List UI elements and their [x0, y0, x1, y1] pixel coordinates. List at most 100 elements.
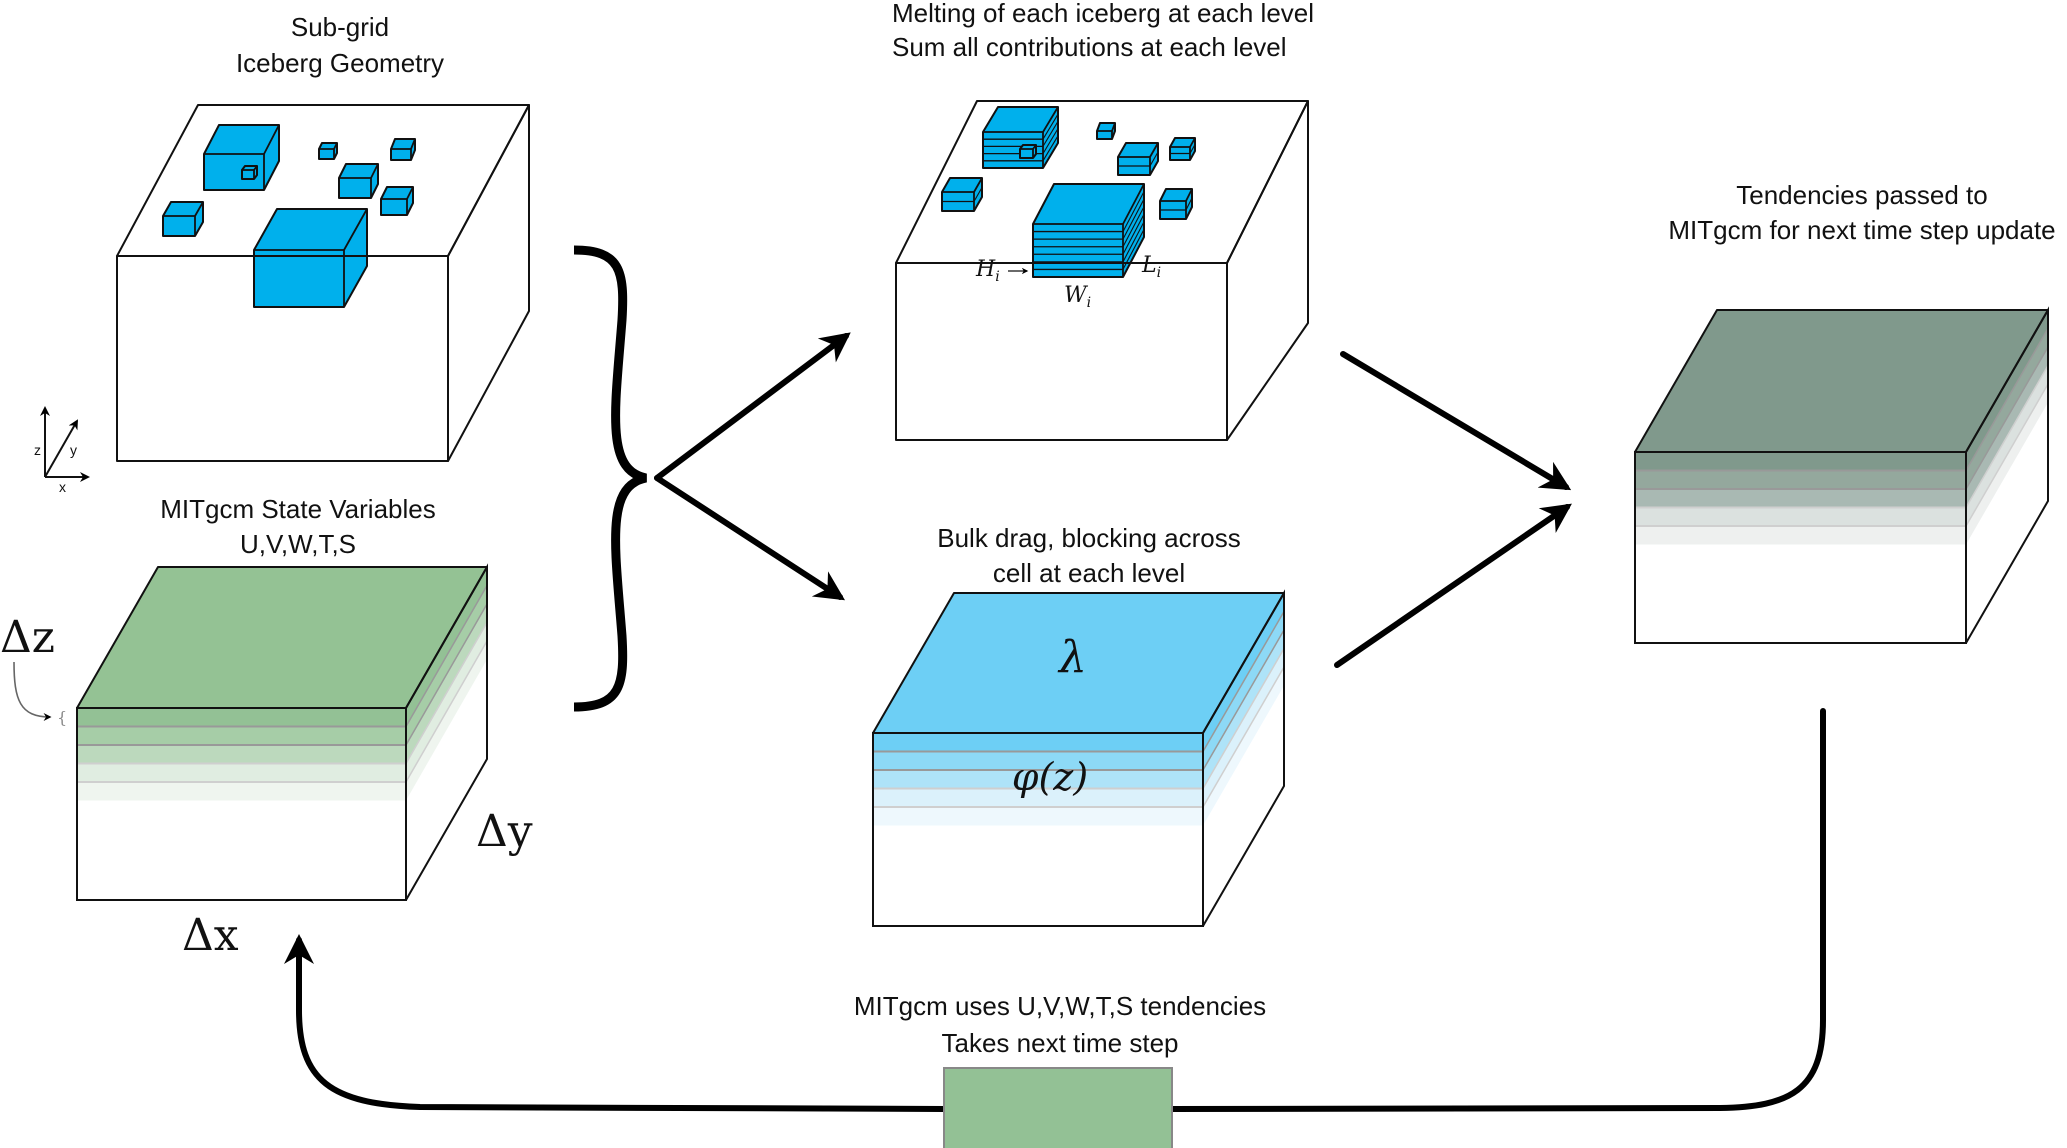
- layer-front: [77, 708, 406, 727]
- iceberg: [1117, 142, 1159, 176]
- iceberg-top: [1033, 184, 1144, 224]
- layer-separator: [1202, 666, 1285, 808]
- iceberg-top: [942, 178, 982, 192]
- iceberg-outline: [1117, 142, 1159, 176]
- layer-side: [1966, 365, 2048, 526]
- y-axis-arrow: [44, 419, 78, 478]
- iceberg-side: [264, 125, 279, 190]
- iceberg-level-line: [1122, 214, 1145, 255]
- cube-side-outline: [405, 563, 488, 901]
- iceberg-top: [254, 209, 367, 250]
- state-variables-title-line1: MITgcm State Variables: [160, 494, 436, 524]
- bulk-drag-panel: Bulk drag, blocking across cell at each …: [872, 523, 1285, 927]
- cube-front-outline: [872, 732, 1204, 927]
- iceberg-outline: [1032, 183, 1145, 278]
- dz-pointer-arrow: [13, 661, 52, 721]
- iceberg-edge: [1149, 142, 1159, 158]
- iceberg-top: [381, 187, 413, 199]
- z-axis-label: z: [34, 442, 41, 458]
- iceberg: [253, 208, 368, 308]
- width-label: Wi: [1064, 283, 1091, 311]
- dz-label: Δz: [0, 612, 55, 663]
- iceberg-top: [339, 164, 378, 178]
- layer-side: [406, 567, 487, 727]
- y-axis-label: y: [70, 442, 77, 458]
- iceberg-side: [1123, 184, 1144, 277]
- iceberg-level-line: [1149, 151, 1159, 167]
- iceberg-front: [391, 149, 411, 160]
- iceberg: [1159, 188, 1193, 220]
- time-step-title-line2: Takes next time step: [942, 1028, 1179, 1058]
- phi-label: φ(z): [1012, 755, 1088, 799]
- iceberg-edge: [406, 186, 414, 200]
- layer-separator: [1965, 328, 2049, 471]
- time-step-box: [943, 1067, 1173, 1148]
- iceberg-outline: [1169, 137, 1196, 161]
- dy-label: Δy: [476, 806, 533, 857]
- layer-side: [1203, 593, 1284, 752]
- cube-side-outline: [1965, 306, 2049, 644]
- iceberg-front: [1033, 224, 1123, 277]
- layer-separator: [1202, 648, 1285, 789]
- layer-separator: [1202, 629, 1285, 771]
- layer-front: [1635, 452, 1966, 471]
- iceberg-front: [319, 149, 334, 159]
- iceberg: [390, 138, 416, 161]
- iceberg-top: [983, 107, 1058, 132]
- iceberg: [941, 177, 983, 212]
- layer-separator: [405, 585, 488, 727]
- iceberg-outline: [1096, 122, 1116, 140]
- iceberg: [241, 165, 258, 180]
- length-label: Li: [1141, 253, 1161, 281]
- combine-brace: [573, 245, 648, 712]
- iceberg-outline: [1019, 144, 1037, 159]
- layer-front: [1635, 470, 1966, 489]
- axes-indicator: z y x: [34, 406, 90, 495]
- x-axis-label: x: [59, 479, 66, 495]
- layer-separator: [1202, 611, 1285, 752]
- layer-side: [1203, 611, 1284, 770]
- layer-side: [406, 604, 487, 764]
- layer-separator: [405, 622, 488, 764]
- iceberg-level-line: [1042, 128, 1059, 154]
- bulk-drag-cube: [872, 589, 1285, 927]
- iceberg-outline: [162, 201, 204, 237]
- iceberg-top: [163, 202, 203, 216]
- iceberg: [162, 201, 204, 237]
- iceberg-edge: [194, 201, 204, 217]
- iceberg-level-line: [1122, 206, 1145, 247]
- iceberg-outline: [1159, 188, 1193, 220]
- iceberg: [1169, 137, 1196, 161]
- loop-line-right: [1169, 708, 1826, 1112]
- iceberg-side: [407, 187, 413, 215]
- layer-side: [1203, 630, 1284, 789]
- layer-front: [77, 726, 406, 745]
- time-step-title-line1: MITgcm uses U,V,W,T,S tendencies: [854, 991, 1266, 1021]
- iceberg-geometry-title-line2: Iceberg Geometry: [236, 48, 444, 78]
- cube-front-outline: [76, 707, 407, 901]
- state-variables-panel: MITgcm State Variables U,V,W,T,S Δz { Δy…: [0, 494, 533, 961]
- iceberg-front: [1020, 149, 1033, 158]
- state-variables-cube: [76, 563, 488, 901]
- layer-side: [1966, 310, 2048, 471]
- iceberg-edge: [253, 165, 258, 171]
- tendencies-cube: [1634, 306, 2049, 644]
- lambda-label: λ: [1057, 632, 1087, 683]
- melting-panel: Melting of each iceberg at each level Su…: [892, 0, 1314, 441]
- arrow-bulk-drag-to-tendencies: [1334, 503, 1572, 668]
- bulk-drag-title-line2: cell at each level: [993, 558, 1185, 588]
- iceberg-front: [163, 216, 195, 236]
- iceberg: [1032, 183, 1145, 278]
- icebergs: [117, 124, 448, 308]
- layer-front: [1635, 526, 1966, 545]
- layer-front: [77, 745, 406, 764]
- iceberg-front: [339, 178, 371, 198]
- layer-front: [873, 751, 1203, 770]
- layer-front: [77, 763, 406, 782]
- layer-front: [873, 770, 1203, 789]
- layer-separator: [405, 603, 488, 746]
- tendencies-panel: Tendencies passed to MITgcm for next tim…: [1634, 180, 2056, 644]
- iceberg-side: [195, 202, 203, 236]
- layer-side: [406, 585, 487, 745]
